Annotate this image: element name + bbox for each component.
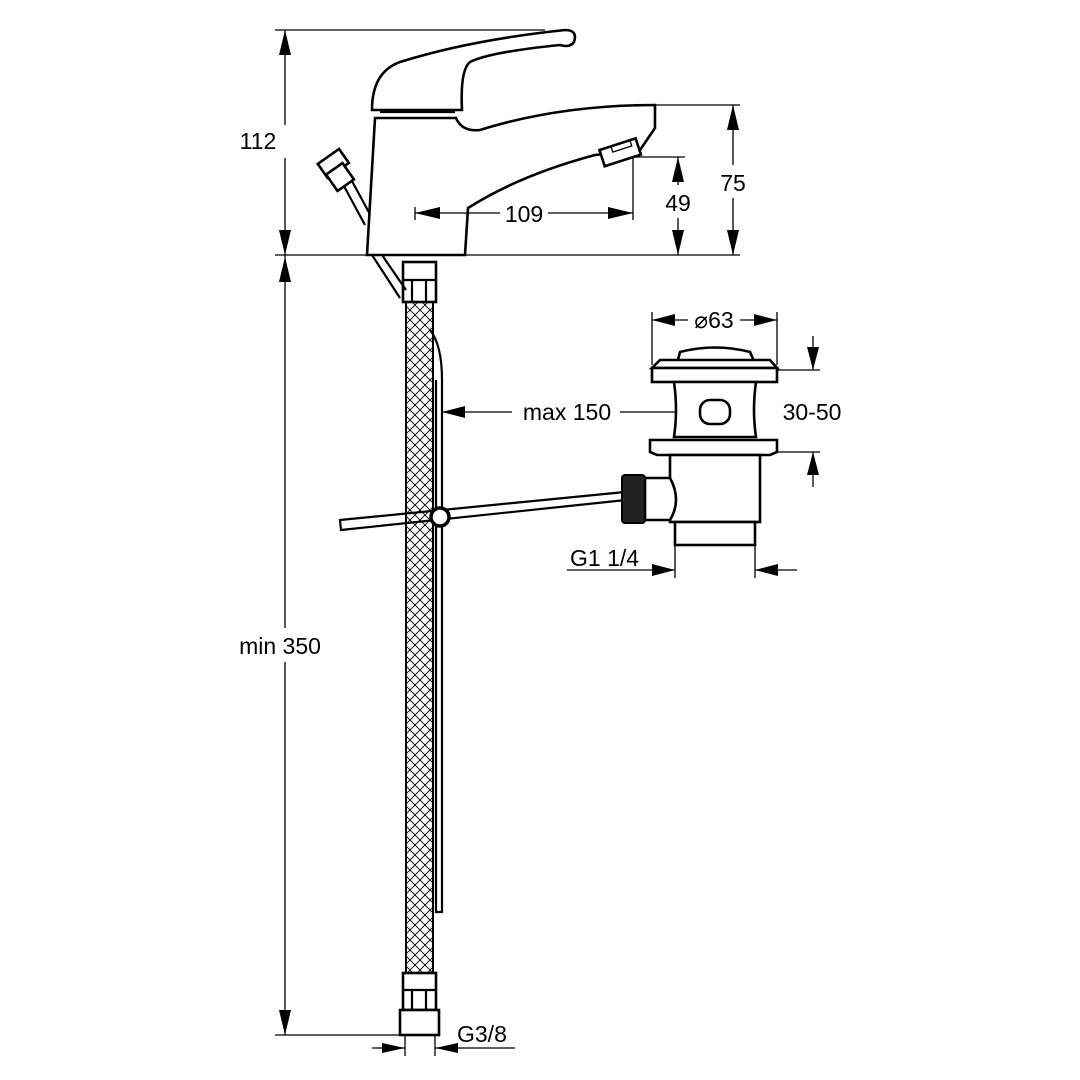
dimension-hose-thread: G3/8 xyxy=(372,1021,515,1056)
dimension-label-63: ⌀63 xyxy=(694,307,733,333)
dimension-label-112: 112 xyxy=(240,128,277,154)
pull-rod-link xyxy=(315,147,407,299)
dimension-clamp-range: 30-50 xyxy=(777,336,841,487)
dimension-spout-reach: 109 xyxy=(414,157,634,227)
flexible-hose xyxy=(398,260,441,1037)
dimension-waste-diameter: ⌀63 xyxy=(651,307,778,365)
dimension-label-min-350: min 350 xyxy=(239,633,321,659)
pull-rod-horizontal xyxy=(338,490,628,532)
dimension-label-max-150: max 150 xyxy=(523,399,611,425)
dimension-outlet-height: 49 xyxy=(633,156,691,255)
dimension-pull-rod-distance: max 150 xyxy=(442,399,710,425)
dimension-label-75: 75 xyxy=(720,170,746,196)
dimension-label-109: 109 xyxy=(505,201,543,227)
faucet-lever xyxy=(370,28,577,112)
rod-clamp xyxy=(429,506,451,528)
dimension-label-30-50: 30-50 xyxy=(783,399,842,425)
dimension-label-49: 49 xyxy=(665,190,691,216)
hose-nut xyxy=(398,1008,441,1037)
dimension-waste-thread: G1 1/4 xyxy=(567,545,797,578)
dimension-label-g1-1-4: G1 1/4 xyxy=(570,545,639,571)
dimension-total-height: 112 xyxy=(240,29,740,256)
dimension-hose-length: min 350 xyxy=(239,255,405,1036)
pop-up-waste xyxy=(621,346,780,547)
dimension-label-g3-8: G3/8 xyxy=(457,1021,507,1047)
dimension-spout-height: 75 xyxy=(655,104,746,255)
